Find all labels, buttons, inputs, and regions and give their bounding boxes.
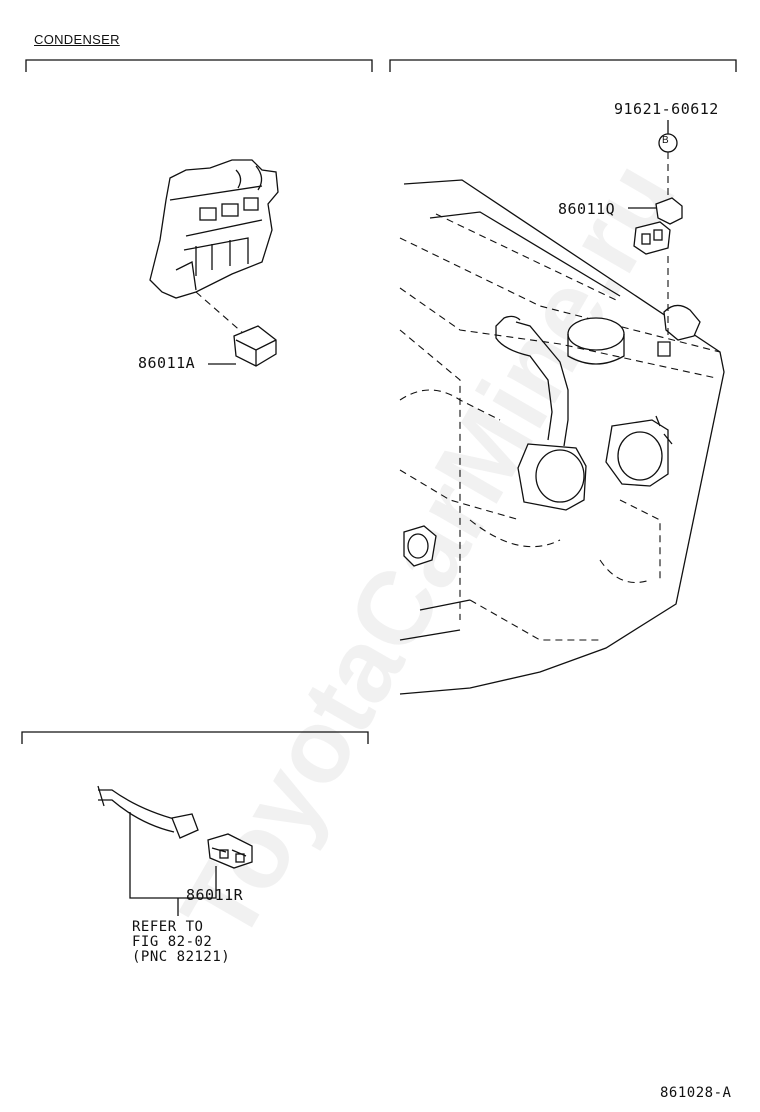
bolt-part-label: 91621-60612	[614, 100, 719, 118]
relay-block-drawing	[149, 159, 279, 367]
reference-line-3: (PNC 82121)	[132, 949, 231, 965]
figure-number: 861028-A	[660, 1085, 732, 1101]
section-brackets	[21, 59, 737, 744]
engine-drawing	[399, 179, 725, 695]
reference-line-1: REFER TO	[132, 919, 204, 935]
relay-part-label: 86011A	[138, 354, 196, 372]
sensor-part-label: 86011Q	[558, 200, 616, 218]
bracket-top-left	[25, 59, 373, 72]
bracket-bottom-left	[21, 731, 369, 744]
sensor-drawing	[628, 120, 683, 340]
section-title: CONDENSER	[34, 32, 120, 47]
connector-part-label: 86011R	[186, 886, 244, 904]
bolt-callout-marker: B	[662, 135, 670, 146]
reference-note: REFER TO FIG 82-02 (PNC 82121)	[132, 920, 230, 965]
bracket-top-right	[389, 59, 737, 72]
connector-drawing	[97, 785, 253, 916]
reference-line-2: FIG 82-02	[132, 934, 213, 950]
